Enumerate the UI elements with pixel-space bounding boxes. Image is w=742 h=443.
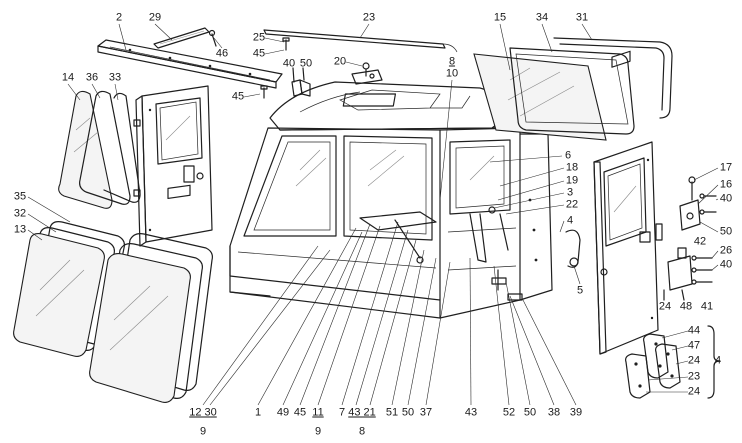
callout-l52: 52	[502, 406, 516, 419]
callout-l50c: 50	[401, 406, 415, 419]
callout-l39: 39	[569, 406, 583, 419]
callout-l33: 33	[108, 71, 122, 84]
callout-l32: 32	[13, 207, 27, 220]
callout-l24a: 24	[658, 300, 672, 313]
callout-l14: 14	[61, 71, 75, 84]
group-top-g8b: 43 21	[348, 406, 376, 419]
callout-l20: 20	[333, 55, 347, 68]
callout-l43b: 43	[464, 406, 478, 419]
group-bottom-g9b: 9	[314, 425, 322, 438]
leader-lines	[27, 23, 719, 406]
callout-l23: 23	[362, 11, 376, 24]
callout-l49: 49	[276, 406, 290, 419]
seal-36	[79, 90, 131, 205]
callout-l37: 37	[419, 406, 433, 419]
group-top-g9b: 11	[312, 406, 324, 419]
callout-l36: 36	[85, 71, 99, 84]
callout-l16: 16	[719, 178, 733, 191]
callout-l24b: 24	[687, 354, 701, 367]
hinge-set-16-17	[655, 176, 717, 241]
group-bottom-g9a: 9	[199, 425, 207, 438]
callout-l17: 17	[719, 161, 733, 174]
callout-l3: 3	[566, 186, 574, 199]
hinge-set-26-42	[663, 247, 713, 301]
callout-l19: 19	[565, 174, 579, 187]
callout-l4a: 4	[566, 214, 574, 227]
callout-l40b: 40	[719, 192, 733, 205]
callout-l13: 13	[13, 223, 27, 236]
rear-glass-15	[473, 53, 607, 141]
callout-l50b: 50	[719, 225, 733, 238]
callout-l1: 1	[254, 406, 262, 419]
hinge-strap-5	[565, 229, 581, 268]
seal-strip-29	[153, 27, 210, 49]
callout-l25: 25	[252, 31, 266, 44]
callout-l7: 7	[338, 406, 346, 419]
brace-4	[707, 325, 721, 399]
callout-l47: 47	[687, 339, 701, 352]
rear-frame-31	[553, 37, 673, 119]
callout-l5: 5	[576, 284, 584, 297]
cab-body	[229, 127, 553, 319]
callout-l23b: 23	[687, 370, 701, 383]
group-bottom-g8top: 10	[445, 67, 459, 80]
callout-l24c: 24	[687, 385, 701, 398]
right-door	[593, 50, 659, 355]
callout-l6: 6	[564, 149, 572, 162]
callout-l4b: 4	[714, 354, 722, 367]
bracket-20	[351, 62, 383, 85]
group-top-g9a: 12 30	[189, 406, 217, 419]
group-top-g8top: 8	[448, 55, 456, 68]
group-bottom-g8b: 8	[358, 425, 366, 438]
callout-l15: 15	[493, 11, 507, 24]
left-door	[133, 85, 213, 247]
callout-l22: 22	[565, 198, 579, 211]
callout-l31: 31	[575, 11, 589, 24]
bracket-40-50	[291, 67, 311, 97]
callout-l50d: 50	[523, 406, 537, 419]
lower-glass-13	[13, 233, 105, 357]
bracket-set-4	[625, 333, 681, 399]
roof-rail-2	[97, 39, 283, 89]
callout-l45b: 45	[231, 90, 245, 103]
callout-l42: 42	[693, 235, 707, 248]
callout-l48: 48	[679, 300, 693, 313]
callout-l38: 38	[547, 406, 561, 419]
callout-l2: 2	[115, 11, 123, 24]
callout-l45c: 45	[293, 406, 307, 419]
callout-l45a: 45	[252, 47, 266, 60]
callout-l40a: 40	[282, 57, 296, 70]
callout-l44: 44	[687, 324, 701, 337]
callout-l40c: 40	[719, 258, 733, 271]
callout-l34: 34	[535, 11, 549, 24]
callout-l50a: 50	[299, 57, 313, 70]
callout-l29: 29	[148, 11, 162, 24]
callout-l51: 51	[385, 406, 399, 419]
callout-l18: 18	[565, 161, 579, 174]
lower-glass-right	[89, 233, 213, 403]
callout-l35: 35	[13, 190, 27, 203]
roof-bar-23	[263, 29, 458, 53]
rear-seal-34	[509, 47, 635, 135]
callout-l46: 46	[215, 47, 229, 60]
bolts-top	[208, 29, 290, 99]
callout-l41: 41	[700, 300, 714, 313]
callout-l26: 26	[719, 244, 733, 257]
